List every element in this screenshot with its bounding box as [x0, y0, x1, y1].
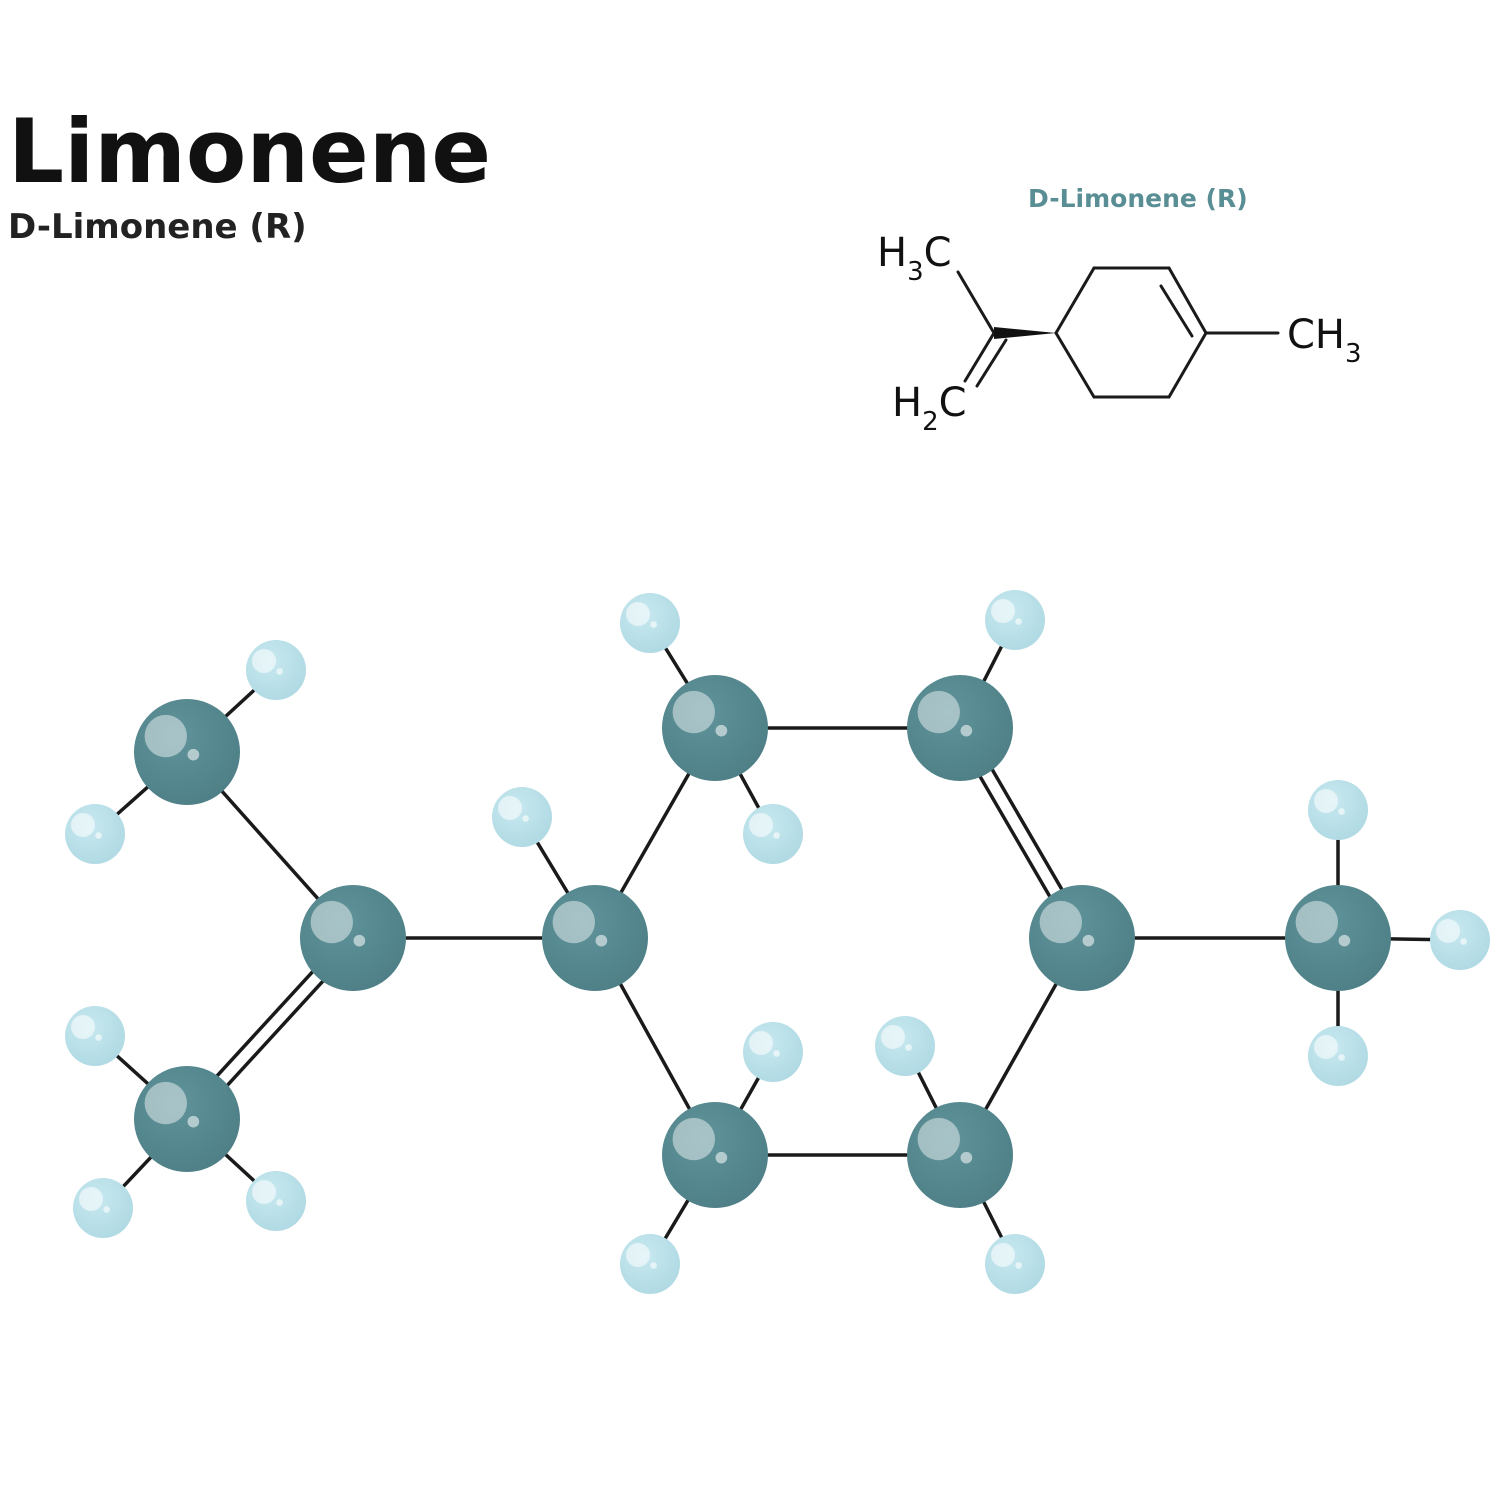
hydrogen-atom: [246, 640, 306, 700]
atoms-layer: [65, 590, 1490, 1294]
label-h3c: H3C: [877, 230, 952, 287]
isopropenyl-double-bond: [963, 331, 996, 383]
hydrogen-atom: [246, 1171, 306, 1231]
hydrogen-atom: [65, 1006, 125, 1066]
hydrogen-atom: [620, 1234, 680, 1294]
carbon-atom: [300, 885, 406, 991]
hydrogen-atom: [743, 804, 803, 864]
carbon-atom: [907, 675, 1013, 781]
hydrogen-atom: [1308, 780, 1368, 840]
hydrogen-atom: [985, 1234, 1045, 1294]
label-ch3: CH3: [1287, 312, 1362, 369]
skeletal-formula: H3C H2C CH3: [877, 230, 1362, 437]
label-h2c: H2C: [892, 380, 967, 437]
carbon-atom: [542, 885, 648, 991]
isopropenyl-double-bond: [975, 338, 1008, 388]
wedge-bond: [994, 327, 1056, 339]
ring-bond: [1167, 266, 1208, 335]
hydrogen-atom: [492, 787, 552, 847]
hydrogen-atom: [1308, 1026, 1368, 1086]
hydrogen-atom: [743, 1022, 803, 1082]
page-title: Limonene: [8, 100, 492, 203]
ring-bond: [1167, 331, 1208, 399]
carbon-atom: [134, 699, 240, 805]
carbon-atom: [1029, 885, 1135, 991]
hydrogen-atom: [73, 1178, 133, 1238]
ring-bond: [1054, 331, 1096, 399]
ring-bond: [1054, 266, 1096, 335]
carbon-atom: [662, 1102, 768, 1208]
hydrogen-atom: [65, 804, 125, 864]
carbon-atom: [134, 1066, 240, 1172]
page-subtitle: D-Limonene (R): [8, 207, 307, 247]
carbon-atom: [907, 1102, 1013, 1208]
skeletal-formula-title: D-Limonene (R): [1028, 184, 1248, 213]
carbon-atom: [662, 675, 768, 781]
bonds-layer: [93, 618, 1462, 1266]
hydrogen-atom: [620, 593, 680, 653]
carbon-atom: [1285, 885, 1391, 991]
hydrogen-atom: [985, 590, 1045, 650]
isopropenyl-bond: [956, 270, 996, 335]
hydrogen-atom: [875, 1016, 935, 1076]
ring-double-bond-inner: [1159, 284, 1194, 338]
hydrogen-atom: [1430, 910, 1490, 970]
